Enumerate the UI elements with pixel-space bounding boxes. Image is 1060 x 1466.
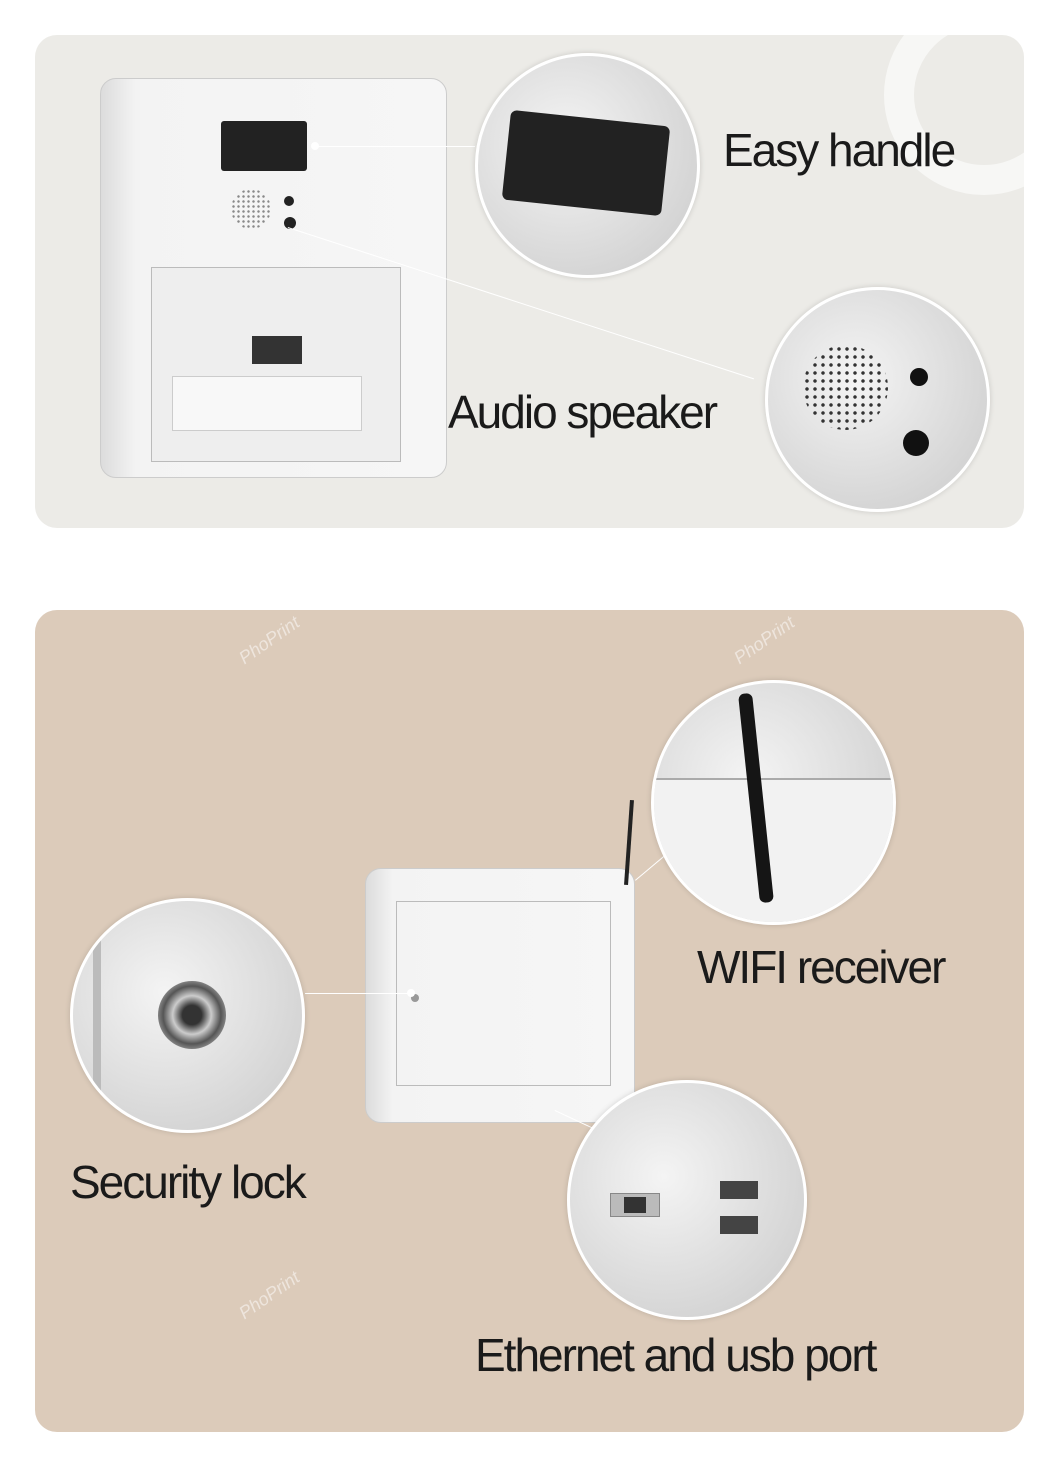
feature-label-ethernet-usb: Ethernet and usb port — [475, 1329, 877, 1381]
lock-closeup — [70, 898, 305, 1133]
kiosk-front-image — [100, 78, 447, 478]
kiosk-side-image — [365, 868, 635, 1123]
watermark: PhoPrint — [235, 612, 304, 669]
feature-label-wifi-receiver: WIFI receiver — [697, 941, 946, 993]
feature-label-security-lock: Security lock — [70, 1156, 307, 1208]
lock-icon — [158, 981, 226, 1049]
watermark: PhoPrint — [730, 612, 799, 669]
handle — [221, 121, 307, 171]
feature-label-easy-handle: Easy handle — [723, 124, 956, 176]
feature-label-audio-speaker: Audio speaker — [448, 386, 718, 438]
speaker-grille — [231, 189, 271, 229]
ports-closeup — [567, 1080, 807, 1320]
watermark: PhoPrint — [235, 1267, 304, 1324]
feature-panel-top: Easy handle Audio speaker — [35, 35, 1024, 528]
wifi-closeup — [651, 680, 896, 925]
handle-closeup — [475, 53, 700, 278]
speaker-icon — [803, 345, 888, 430]
handle-icon — [501, 109, 671, 217]
printer-door — [151, 267, 401, 462]
speaker-closeup — [765, 287, 990, 512]
ports-icon — [610, 1193, 660, 1217]
feature-panel-bottom: PhoPrint PhoPrint PhoPrint WIFI receiver… — [35, 610, 1024, 1432]
